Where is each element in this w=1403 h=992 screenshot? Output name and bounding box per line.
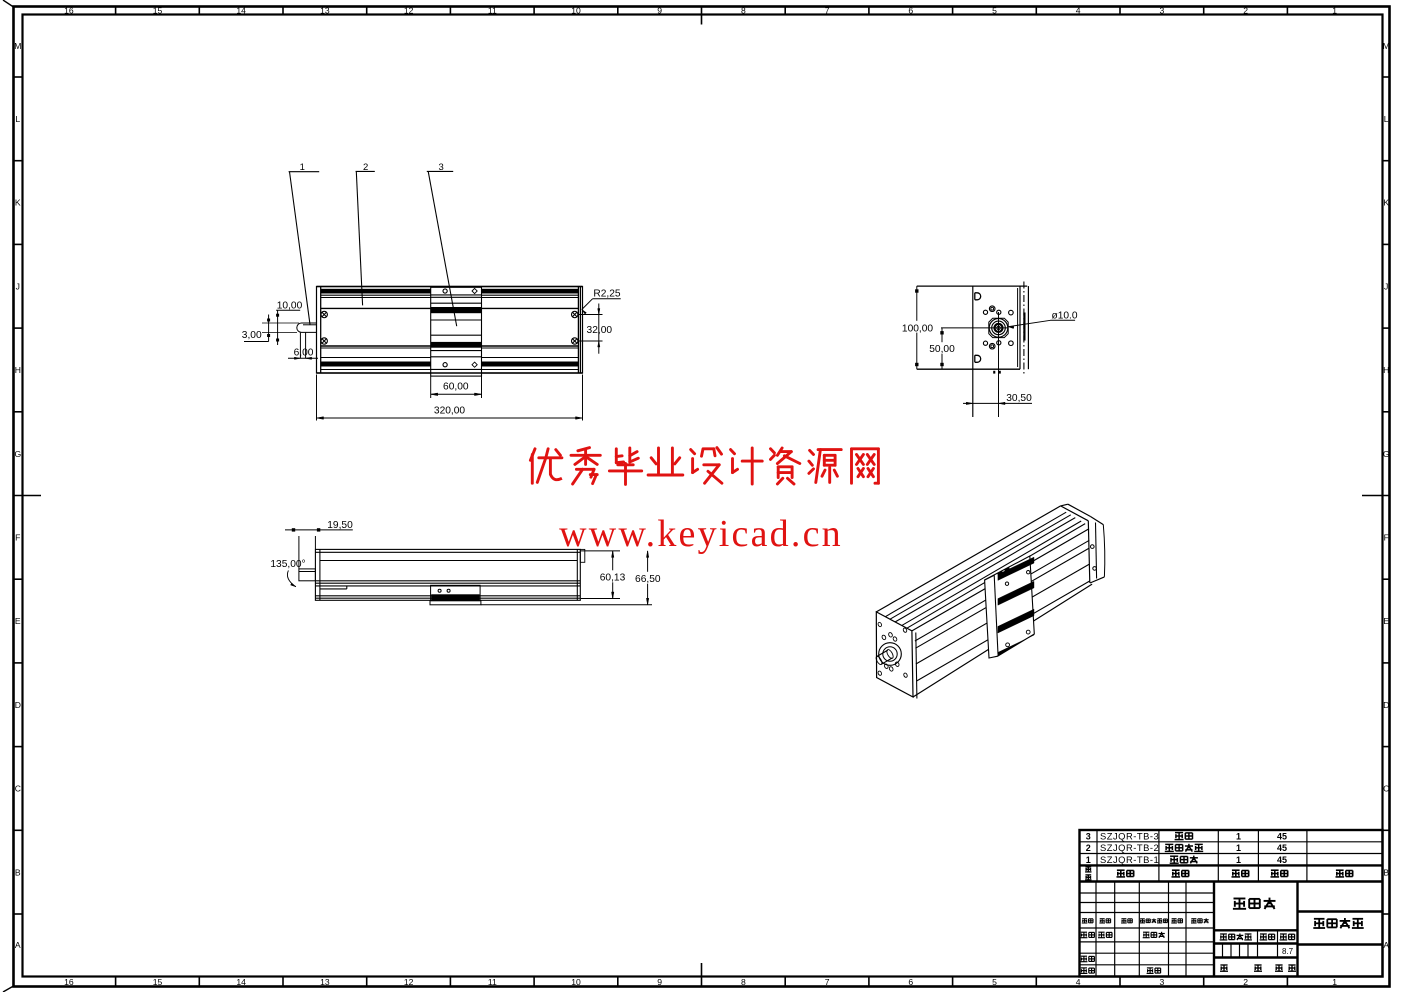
- svg-text:D: D: [1383, 700, 1389, 710]
- svg-text:SZJQR-TB-3: SZJQR-TB-3: [1100, 830, 1159, 841]
- svg-text:ø10.0: ø10.0: [1051, 311, 1077, 322]
- svg-text:E: E: [15, 616, 21, 626]
- svg-text:3: 3: [1086, 831, 1091, 841]
- svg-text:3: 3: [439, 162, 444, 173]
- svg-text:G: G: [1383, 449, 1390, 459]
- svg-text:F: F: [1384, 533, 1389, 543]
- svg-text:100,00: 100,00: [902, 324, 933, 335]
- svg-text:5: 5: [992, 977, 997, 987]
- svg-text:11: 11: [488, 977, 497, 987]
- svg-text:15: 15: [153, 977, 163, 987]
- svg-text:6,00: 6,00: [294, 348, 314, 359]
- svg-text:C: C: [15, 784, 21, 794]
- svg-text:J: J: [1384, 282, 1388, 292]
- svg-text:8: 8: [741, 977, 746, 987]
- svg-text:3: 3: [1160, 977, 1165, 987]
- svg-text:2: 2: [363, 162, 368, 173]
- svg-text:1: 1: [300, 162, 305, 173]
- svg-text:9: 9: [657, 6, 662, 16]
- svg-text:F: F: [15, 533, 20, 543]
- svg-text:B: B: [15, 867, 21, 877]
- svg-text:SZJQR-TB-1: SZJQR-TB-1: [1100, 854, 1159, 865]
- svg-text:4: 4: [1076, 977, 1081, 987]
- svg-text:12: 12: [404, 977, 414, 987]
- svg-text:32,00: 32,00: [587, 325, 613, 336]
- svg-text:K: K: [15, 198, 21, 208]
- svg-text:1: 1: [1236, 855, 1241, 865]
- svg-text:16: 16: [64, 977, 74, 987]
- svg-text:A: A: [1383, 940, 1389, 950]
- svg-text:45: 45: [1277, 843, 1287, 853]
- svg-text:15: 15: [153, 6, 163, 16]
- svg-text:K: K: [1383, 198, 1389, 208]
- svg-text:9: 9: [657, 977, 662, 987]
- svg-text:19,50: 19,50: [327, 520, 353, 531]
- svg-text:10: 10: [571, 977, 581, 987]
- svg-text:1: 1: [1332, 977, 1337, 987]
- svg-text:11: 11: [488, 6, 497, 16]
- svg-text:1: 1: [1236, 831, 1241, 841]
- svg-text:60,00: 60,00: [443, 381, 469, 392]
- svg-text:5: 5: [992, 6, 997, 16]
- svg-text:M: M: [1383, 41, 1390, 51]
- svg-text:C: C: [1383, 784, 1389, 794]
- svg-text:SZJQR-TB-2: SZJQR-TB-2: [1100, 842, 1159, 853]
- svg-text:2: 2: [1086, 843, 1091, 853]
- svg-text:2: 2: [1243, 6, 1248, 16]
- svg-text:www.keyicad.cn: www.keyicad.cn: [559, 513, 843, 555]
- svg-text:13: 13: [320, 6, 330, 16]
- svg-text:2: 2: [1243, 977, 1248, 987]
- svg-text:13: 13: [320, 977, 330, 987]
- svg-text:50,00: 50,00: [929, 344, 955, 355]
- svg-text:30,50: 30,50: [1006, 393, 1032, 404]
- svg-text:6: 6: [908, 6, 913, 16]
- svg-text:135,00°: 135,00°: [270, 559, 305, 570]
- svg-text:L: L: [15, 114, 20, 124]
- svg-text:A: A: [15, 940, 21, 950]
- svg-text:L: L: [1384, 114, 1389, 124]
- svg-text:8: 8: [741, 6, 746, 16]
- svg-text:14: 14: [236, 6, 246, 16]
- svg-text:D: D: [15, 700, 21, 710]
- svg-text:45: 45: [1277, 855, 1287, 865]
- svg-text:B: B: [1383, 867, 1389, 877]
- svg-text:4: 4: [1076, 6, 1081, 16]
- svg-text:H: H: [1383, 365, 1389, 375]
- svg-text:1: 1: [1236, 843, 1241, 853]
- svg-text:10: 10: [571, 6, 581, 16]
- svg-text:45: 45: [1277, 831, 1287, 841]
- svg-text:J: J: [16, 282, 20, 292]
- svg-text:3,00: 3,00: [242, 330, 262, 341]
- svg-text:7: 7: [825, 977, 830, 987]
- svg-text:14: 14: [236, 977, 246, 987]
- svg-text:3: 3: [1160, 6, 1165, 16]
- svg-text:1: 1: [1332, 6, 1337, 16]
- svg-text:7: 7: [825, 6, 830, 16]
- svg-text:10,00: 10,00: [277, 300, 303, 311]
- svg-text:320,00: 320,00: [434, 406, 465, 417]
- svg-text:G: G: [14, 449, 21, 459]
- svg-text:M: M: [14, 41, 21, 51]
- svg-text:H: H: [15, 365, 21, 375]
- svg-text:6: 6: [908, 977, 913, 987]
- svg-text:8.7: 8.7: [1282, 947, 1294, 956]
- svg-text:12: 12: [404, 6, 414, 16]
- svg-text:66,50: 66,50: [635, 574, 661, 585]
- svg-text:16: 16: [64, 6, 74, 16]
- svg-text:1: 1: [1086, 855, 1091, 865]
- svg-text:60,13: 60,13: [600, 572, 626, 583]
- svg-text:E: E: [1383, 616, 1389, 626]
- svg-text:R2,25: R2,25: [593, 288, 621, 299]
